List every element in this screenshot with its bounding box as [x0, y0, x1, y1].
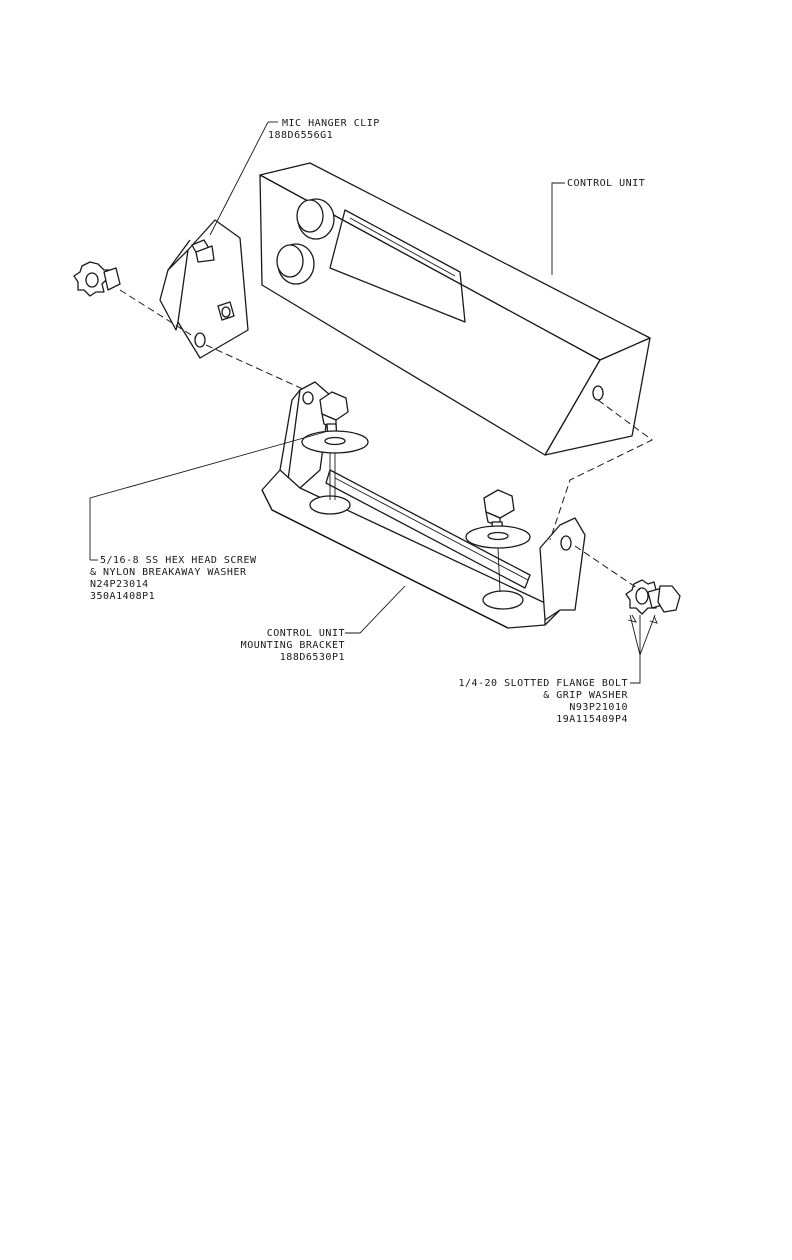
mounting-bracket-line1: CONTROL UNIT — [267, 628, 345, 639]
leader-mic-hanger-clip — [210, 122, 268, 235]
star-washer-left — [74, 262, 120, 296]
leader-control-unit — [552, 183, 565, 275]
clip-mount-hole — [195, 333, 205, 347]
knob-lower — [277, 244, 314, 284]
flange-bolt-right — [626, 580, 680, 614]
hex-head-screw-line1: 5/16-8 SS HEX HEAD SCREW — [100, 555, 257, 566]
label-mic-hanger-clip: MIC HANGER CLIP 188D6556G1 — [268, 118, 380, 141]
bracket-floor-hole-right — [483, 591, 523, 609]
flange-bolt-part-number-2: 19A115409P4 — [556, 714, 628, 725]
control-unit-mount-hole — [593, 386, 603, 400]
label-control-unit: CONTROL UNIT — [567, 178, 645, 189]
mic-hanger-clip-name: MIC HANGER CLIP — [282, 118, 380, 129]
bracket-upright-hole — [561, 536, 571, 550]
label-mounting-bracket: CONTROL UNIT MOUNTING BRACKET 188D6530P1 — [241, 628, 345, 663]
leader-mounting-bracket — [345, 586, 405, 633]
hex-head-screw-part-number-2: 350A1408P1 — [90, 591, 155, 602]
mounting-bracket-part-number: 188D6530P1 — [280, 652, 345, 663]
knob-upper — [297, 199, 334, 239]
flange-bolt-line2: & GRIP WASHER — [543, 690, 628, 701]
mic-hanger-clip-part-number: 188D6556G1 — [268, 130, 333, 141]
flange-bolt-part-number-1: N93P21010 — [569, 702, 628, 713]
alignment-line-bracket-bolt — [575, 546, 640, 590]
mic-hanger-clip — [160, 220, 248, 358]
hex-head-screw-line2: & NYLON BREAKAWAY WASHER — [90, 567, 247, 578]
mounting-bracket-line2: MOUNTING BRACKET — [241, 640, 345, 651]
flange-bolt-line1: 1/4-20 SLOTTED FLANGE BOLT — [458, 678, 628, 689]
control-unit-name: CONTROL UNIT — [567, 178, 645, 189]
label-flange-bolt: 1/4-20 SLOTTED FLANGE BOLT & GRIP WASHER… — [458, 678, 628, 725]
hex-head-screw-part-number-1: N24P23014 — [90, 579, 149, 590]
label-hex-head-screw: 5/16-8 SS HEX HEAD SCREW & NYLON BREAKAW… — [90, 555, 257, 602]
alignment-line-clip-bracket — [206, 345, 305, 390]
